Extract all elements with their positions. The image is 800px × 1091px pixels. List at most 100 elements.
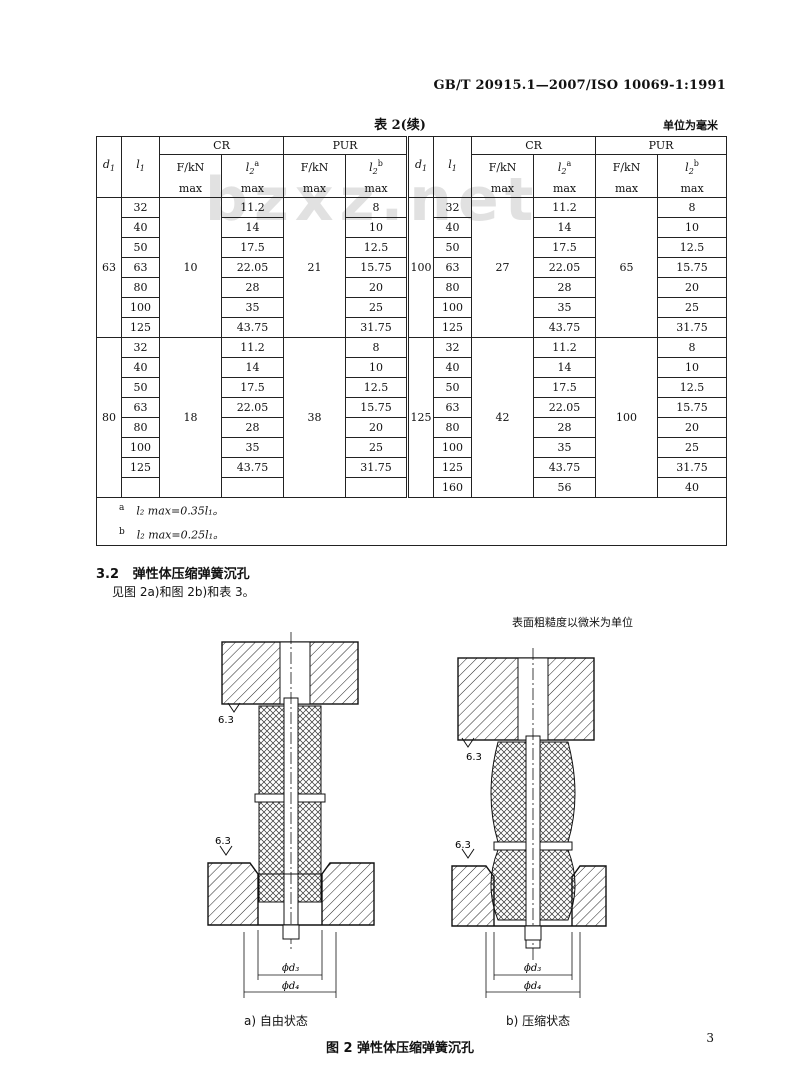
cell-pur-l2: 12.5 [345, 376, 409, 398]
roughness-symbol-b2 [461, 848, 475, 859]
cell-l1: 125 [121, 316, 160, 338]
header-l1: l1 [121, 136, 160, 198]
cell-cr-f: 18 [159, 336, 222, 498]
header-l1-right: l1 [433, 136, 473, 198]
header-pur: PUR [283, 136, 409, 155]
figure-b [451, 648, 607, 998]
figure-caption: 图 2 弹性体压缩弹簧沉孔 [325, 1041, 475, 1056]
header-pur-f: F/kN [283, 153, 347, 180]
label-d3-a: ϕd₃ [282, 963, 299, 974]
header-row-2: F/kN l2a F/kN l2b F/kN l2a F/kN l2b [97, 153, 728, 180]
cell-l1-right: 32 [433, 336, 473, 358]
cell-pur-l2-right: 8 [657, 196, 728, 218]
table-unit: 单位为毫米 [663, 119, 718, 132]
header-cr-f-right: F/kN [471, 153, 535, 180]
cell-pur-l2: 20 [345, 416, 409, 438]
cell-pur-l2-right: 20 [657, 416, 728, 438]
cell-cr-f-right: 42 [471, 336, 535, 498]
pin-end-a [282, 924, 300, 940]
cell-pur-l2-right: 8 [657, 336, 728, 358]
cell-pur-l2-right: 31.75 [657, 456, 728, 478]
cell-l1: 125 [121, 456, 160, 478]
cell-l1: 80 [121, 276, 160, 298]
roughness-b2: 6.3 [455, 840, 471, 851]
cell-l1: 50 [121, 236, 160, 258]
cell-l1-right: 32 [433, 196, 473, 218]
cell-cr-l2-right: 35 [533, 436, 597, 458]
cell-cr-l2: 43.75 [220, 316, 285, 338]
cell-cr-l2-right: 11.2 [533, 196, 597, 218]
cell-cr-l2-right: 11.2 [533, 336, 597, 358]
figure-a [207, 632, 375, 998]
cell-pur-l2-right: 31.75 [657, 316, 728, 338]
spec-table: d1 l1 CR PUR d1 l1 CR PUR F/kN l2a F/kN … [95, 136, 728, 547]
cell-pur-l2: 10 [345, 356, 409, 378]
cell-pur-l2: 20 [345, 276, 409, 298]
roughness-a1: 6.3 [218, 715, 234, 726]
header-cr-right: CR [471, 136, 597, 155]
header-d1: d1 [96, 136, 122, 198]
cell-cr-l2-right: 22.05 [533, 256, 597, 278]
cell-cr-l2: 17.5 [220, 376, 285, 398]
roughness-symbol-a1 [227, 702, 241, 713]
cell-cr-l2-right: 56 [533, 476, 597, 498]
pin-end-b [524, 925, 542, 941]
cell-l1-right: 160 [433, 476, 473, 498]
roughness-b1: 6.3 [466, 752, 482, 763]
caption-a: a) 自由状态 [244, 1014, 308, 1028]
cell-l1: 40 [121, 356, 160, 378]
cell-cr-l2: 11.2 [220, 336, 285, 358]
cell-l1-right: 40 [433, 216, 473, 238]
cell-cr-l2: 14 [220, 216, 285, 238]
cell-d1: 80 [96, 336, 122, 498]
cell-pur-l2-right: 10 [657, 356, 728, 378]
cell-cr-l2-right: 28 [533, 276, 597, 298]
cell-cr-l2: 17.5 [220, 236, 285, 258]
cell-l1-right: 125 [433, 316, 473, 338]
cell-pur-f: 21 [283, 196, 347, 338]
cell-pur-l2: 12.5 [345, 236, 409, 258]
cell-d1: 63 [96, 196, 122, 338]
cell-cr-l2: 28 [220, 416, 285, 438]
header-pur-right: PUR [595, 136, 728, 155]
cell-cr-l2: 14 [220, 356, 285, 378]
roughness-symbol-a2 [219, 845, 233, 856]
cell-cr-l2: 22.05 [220, 256, 285, 278]
header-max: max [595, 179, 659, 198]
cell-l1: 63 [121, 396, 160, 418]
standard-header: GB/T 20915.1—2007/ISO 10069-1:1991 [433, 78, 726, 93]
cell-pur-l2: 25 [345, 296, 409, 318]
header-cr: CR [158, 136, 285, 155]
cell-l1: 32 [121, 336, 160, 358]
cell-cr-l2-right: 14 [533, 356, 597, 378]
cell-l1: 40 [121, 216, 160, 238]
table-body: d1 l1 CR PUR d1 l1 CR PUR F/kN l2a F/kN … [95, 136, 728, 547]
label-d3-b: ϕd₃ [524, 963, 541, 974]
cell-l1: 63 [121, 256, 160, 278]
header-cr-f: F/kN [159, 153, 222, 180]
header-pur-l2: l2b [345, 153, 409, 180]
cell-cr-l2: 11.2 [220, 196, 285, 218]
cell-pur-l2 [345, 476, 409, 498]
cell-l1-right: 50 [433, 376, 473, 398]
cell-cr-l2: 35 [220, 296, 285, 318]
cell-pur-l2-right: 15.75 [657, 396, 728, 418]
header-max: max [283, 179, 347, 198]
note-mark: b [119, 526, 125, 537]
header-max: max [471, 179, 535, 198]
note-mark: a [119, 502, 125, 513]
cell-pur-l2: 15.75 [345, 256, 409, 278]
cell-pur-f-right: 100 [595, 336, 659, 498]
header-pur-f-right: F/kN [595, 153, 659, 180]
cell-cr-l2: 43.75 [220, 456, 285, 478]
cell-l1-right: 125 [433, 456, 473, 478]
